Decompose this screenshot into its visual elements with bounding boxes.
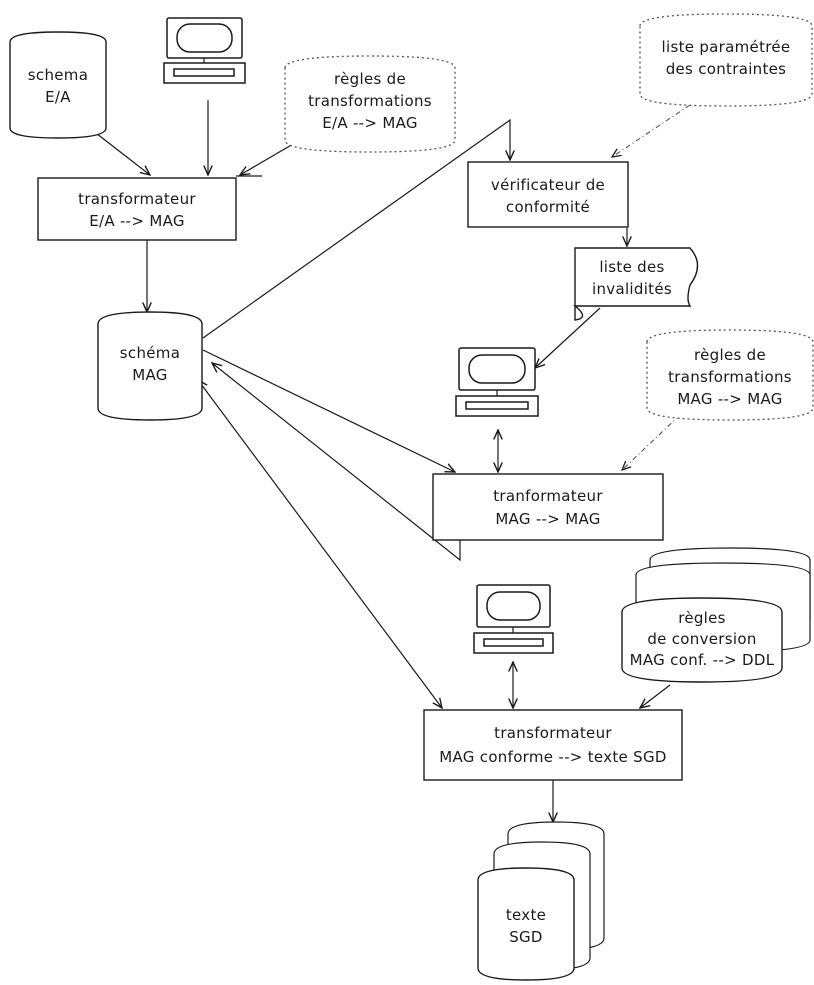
transformateur-ea-mag-box: transformateur E/A --> MAG	[37, 177, 237, 241]
texte-sgd-label-2: SGD	[509, 928, 543, 946]
arrow-invalidites-to-terminal2	[535, 307, 601, 368]
transformateur-mag-mag-box: tranformateur MAG --> MAG	[432, 473, 664, 541]
invalidites-label-1: liste des	[599, 258, 664, 276]
terminal-icon	[455, 347, 539, 417]
regles-mag-label-3: MAG --> MAG	[677, 390, 782, 408]
invalidites-label-2: invalidités	[592, 280, 672, 298]
regles-conversion-stack: règles de conversion MAG conf. --> DDL	[621, 547, 811, 683]
regles-ea-label-1: règles de	[334, 70, 406, 88]
conversion-label-2: de conversion	[647, 630, 756, 648]
regles-mag-label-1: règles de	[694, 346, 766, 364]
verificateur-box: vérificateur de conformité	[467, 161, 629, 228]
arrow-schema-ea-to-transfo	[91, 129, 150, 175]
transfo-sgd-label-2: MAG conforme --> texte SGD	[439, 748, 667, 766]
transformateur-sgd-box: transformateur MAG conforme --> texte SG…	[423, 709, 683, 781]
schema-mag-cylinder: schéma MAG	[97, 311, 203, 421]
transfo-mag-label-2: MAG --> MAG	[495, 510, 600, 528]
contraintes-label-2: des contraintes	[666, 60, 787, 78]
arrow-regles-ea-to-transfo	[240, 139, 301, 175]
arrow-schema-mag-to-transfo-mag	[202, 349, 455, 472]
texte-sgd-stack: texte SGD	[477, 821, 605, 981]
arrow-regles-mag-to-transfo	[622, 414, 681, 470]
regles-ea-label-2: transformations	[308, 92, 432, 110]
schema-ea-label-2: E/A	[45, 88, 71, 106]
arrow-regles-conversion-to-transfo-sgd	[640, 684, 671, 708]
arrow-contraintes-to-verificateur	[612, 104, 691, 157]
conversion-label-1: règles	[678, 609, 726, 627]
regles-transformations-mag: règles de transformations MAG --> MAG	[646, 329, 814, 421]
regles-mag-label-2: transformations	[668, 368, 792, 386]
conversion-label-3: MAG conf. --> DDL	[630, 651, 775, 669]
transfo-ea-label-1: transformateur	[78, 190, 196, 208]
verificateur-label-1: vérificateur de	[491, 176, 605, 194]
arrow-schema-mag-to-verificateur	[202, 118, 510, 339]
connectors	[91, 100, 691, 822]
transfo-ea-label-2: E/A --> MAG	[89, 212, 185, 230]
schema-ea-label-1: schema	[28, 66, 88, 84]
terminal-icon	[473, 584, 554, 654]
regles-transformations-ea: règles de transformations E/A --> MAG	[284, 55, 456, 153]
contraintes-label-1: liste paramétrée	[662, 38, 791, 56]
schema-mag-label-1: schéma	[120, 344, 180, 362]
arrow-schema-mag-transfo-sgd	[198, 380, 442, 708]
transfo-sgd-label-1: transformateur	[494, 724, 612, 742]
verificateur-label-2: conformité	[506, 198, 590, 216]
liste-invalidites-document: liste des invalidités	[573, 247, 699, 321]
arrow-transfo-mag-to-schema-mag	[212, 363, 461, 562]
liste-contraintes: liste paramétrée des contraintes	[639, 13, 813, 107]
transfo-mag-label-1: tranformateur	[493, 487, 603, 505]
regles-ea-label-3: E/A --> MAG	[322, 114, 418, 132]
schema-mag-label-2: MAG	[132, 366, 167, 384]
terminal-icon	[163, 17, 246, 84]
schema-ea-cylinder: schema E/A	[9, 31, 107, 139]
texte-sgd-label-1: texte	[506, 906, 546, 924]
